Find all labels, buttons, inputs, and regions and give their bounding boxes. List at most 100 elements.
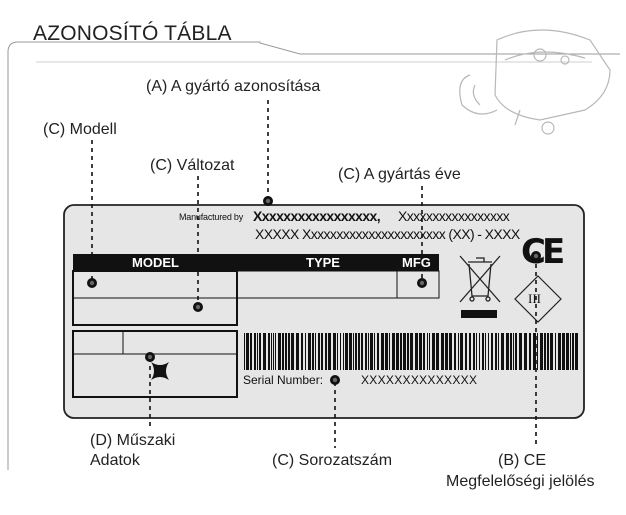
product-sketch-icon [459,29,611,135]
class-iii-diamond-icon [514,275,562,323]
barcode-bar [432,333,435,370]
barcode-bar [558,333,561,370]
barcode-bar [396,333,399,370]
barcode-bar [449,333,452,370]
callout-manufacturer-id: (A) A gyártó azonosítása [146,78,321,95]
barcode-bar [555,333,556,370]
plate-address-line2: XXXXX Xxxxxxxxxxxxxxxxxxxxxx (XX) - XXXX [255,226,520,242]
callout-model: (C) Modell [43,121,117,138]
barcode-bar [454,333,456,370]
barcode-bar [318,333,320,370]
callout-ce-line1: (B) CE [498,452,546,469]
barcode-bar [273,333,274,370]
barcode-bar [368,333,369,370]
barcode-bar [275,333,276,370]
barcode-bar [410,333,413,370]
callout-technical-data-line1: (D) Műszaki [90,432,176,449]
mfg-box [396,270,440,299]
barcode-bar [244,333,245,370]
barcode-bar [427,333,428,370]
barcode-bar [436,333,439,370]
barcode-bar [340,333,341,370]
barcode-bar [537,333,538,370]
barcode-bar [305,333,306,370]
barcode-bar [250,333,252,370]
barcode-bar [370,333,373,370]
barcode-bar [533,333,536,370]
plate-header-model: MODEL [132,255,179,270]
callout-year: (C) A gyártás éve [338,166,461,183]
barcode-bar [473,333,475,370]
barcode-bar [392,333,395,370]
ce-mark-icon: CE [521,232,565,272]
barcode-bar [540,333,543,370]
barcode-bar [301,333,303,370]
barcode-bar [288,333,290,370]
barcode-bar [315,333,316,370]
plate-header-mfg: MFG [402,255,431,270]
barcode-bar [361,333,363,370]
barcode-bar [337,333,338,370]
barcode-bar [445,333,448,370]
barcode-bar [328,333,331,370]
barcode-bar [343,333,344,370]
plate-serial-value: XXXXXXXXXXXXXX [361,373,478,387]
barcode-bar [246,333,249,370]
barcode-bar [321,333,323,370]
serial-barcode [244,333,578,370]
plate-manufactured-by: Manufactured by [179,212,244,222]
barcode-bar [374,333,375,370]
barcode-bar [285,333,287,370]
barcode-bar [325,333,327,370]
barcode-bar [333,333,336,370]
barcode-bar [510,333,512,370]
barcode-bar [407,333,409,370]
barcode-bar [429,333,430,370]
callout-dots [87,196,541,385]
plate-serial-label: Serial Number: [243,373,324,387]
barcode-bar [271,333,272,370]
barcode-bar [441,333,444,370]
barcode-bar [400,333,402,370]
barcode-bar [423,333,425,370]
barcode-bar [268,333,270,370]
barcode-bar [263,333,266,370]
barcode-bar [254,333,256,370]
barcode-bar [282,333,284,370]
barcode-bar [415,333,418,370]
barcode-bar [278,333,281,370]
barcode-bar [566,333,569,370]
barcode-bar [575,333,578,370]
barcode-bar [501,333,504,370]
barcode-bar [513,333,514,370]
barcode-bar [570,333,571,370]
barcode-bar [519,333,522,370]
barcode-bar [403,333,406,370]
barcode-bar [259,333,261,370]
class-iii-label: III [528,291,541,306]
barcode-bar [506,333,509,370]
barcode-bar [544,333,546,370]
barcode-bar [515,333,517,370]
device-pictogram-icon [151,362,169,380]
callout-technical-data-line2: Adatok [90,452,140,469]
barcode-bar [355,333,357,370]
barcode-bar [491,333,493,370]
barcode-bar [460,333,463,370]
mfg-header-bar [397,254,439,271]
header-rule [7,41,620,70]
barcode-bar [308,333,311,370]
weee-bar [461,310,497,318]
barcode-bar [291,333,294,370]
barcode-bar [257,333,258,370]
barcode-bar [485,333,486,370]
barcode-bar [349,333,352,370]
barcode-bar [476,333,477,370]
barcode-bar [562,333,565,370]
barcode-bar [419,333,422,370]
barcode-bar [353,333,354,370]
weee-crossed-bin-icon [459,255,501,303]
callout-ce-line2: Megfelelőségi jelölés [446,473,595,490]
